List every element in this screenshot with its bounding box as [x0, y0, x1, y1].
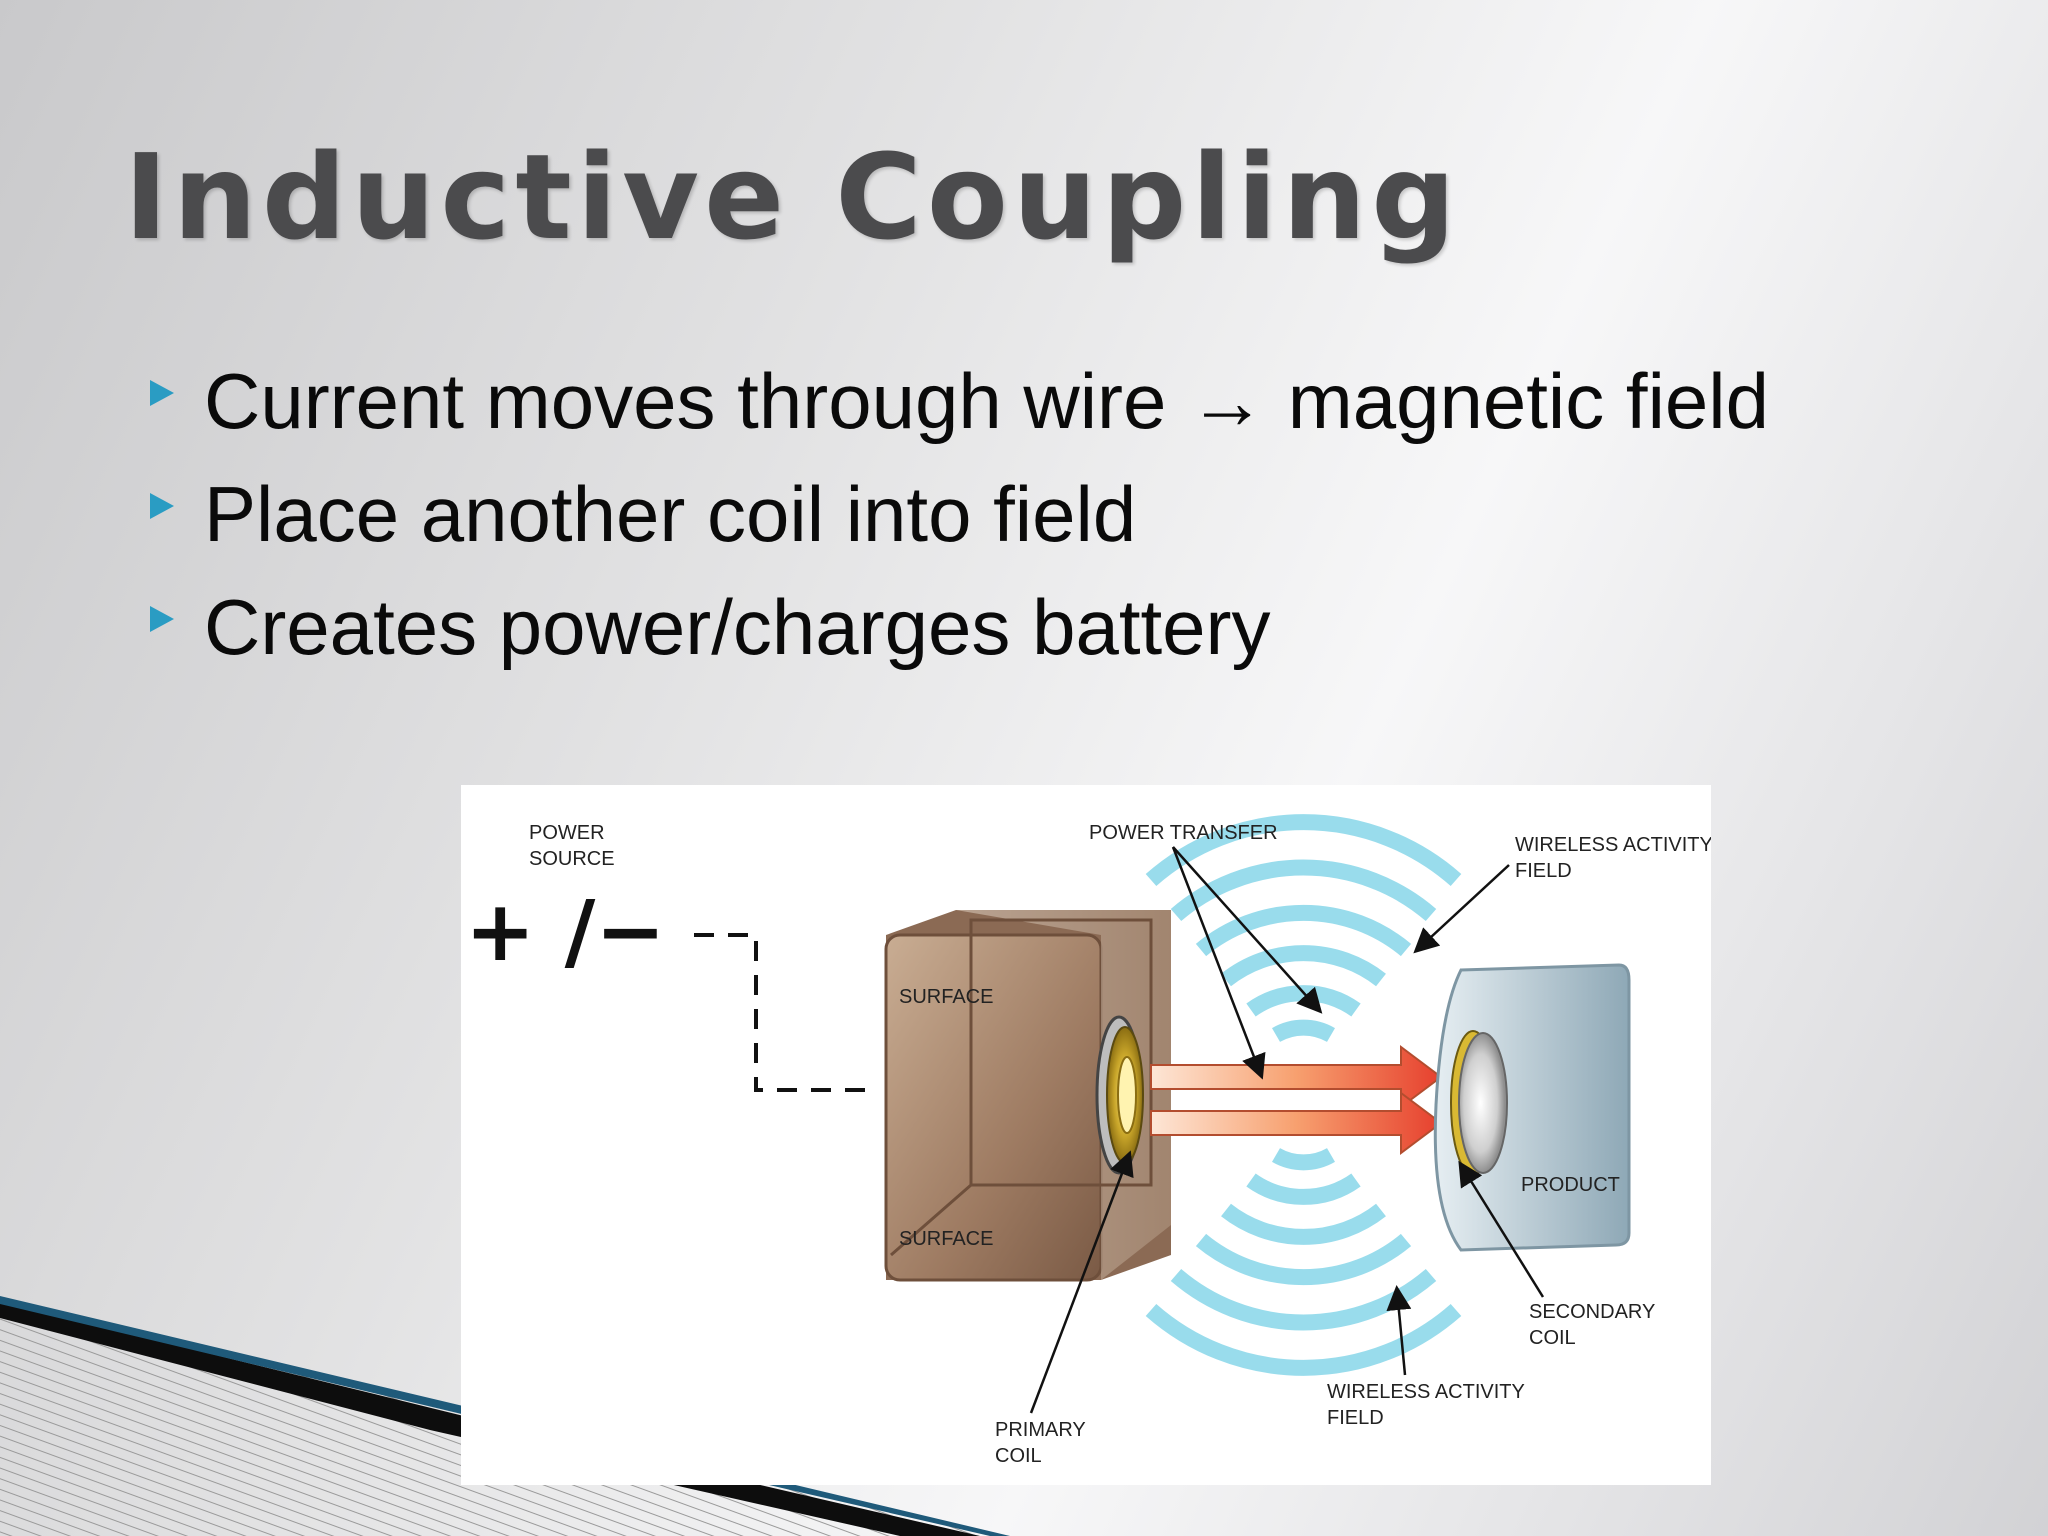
secondary-coil-icon [1450, 1030, 1508, 1176]
bullet-text: Place another coil into field [204, 470, 1137, 558]
power-transfer-label: POWER TRANSFER [1089, 822, 1278, 844]
secondary-coil-label: COIL [1529, 1327, 1576, 1349]
hatched-wedge [0, 1298, 1000, 1536]
bullet-item: Creates power/charges battery [150, 571, 1769, 684]
power-wire [694, 933, 869, 1092]
diagram-svg: POWER SOURCE + /− SURFACE SURFACE [465, 814, 1711, 1467]
secondary-coil-label: SECONDARY [1529, 1301, 1655, 1323]
surface-top-label: SURFACE [899, 986, 993, 1008]
primary-coil-icon [1095, 1015, 1144, 1175]
bullet-list: Current moves through wire → magnetic fi… [150, 345, 1769, 684]
surface-bottom-label: SURFACE [899, 1228, 993, 1250]
wireless-field-bottom-label: FIELD [1327, 1407, 1384, 1429]
power-transfer-arrows [1150, 1045, 1443, 1155]
bullet-text: Creates power/charges battery [204, 583, 1271, 671]
wireless-field-bottom-label: WIRELESS ACTIVITY [1327, 1381, 1525, 1403]
leader-lines [1029, 846, 1545, 1414]
power-source-label: POWER [529, 822, 605, 844]
wireless-field-arcs [1145, 814, 1462, 1376]
bullet-text: Current moves through wire → magnetic fi… [204, 357, 1769, 445]
bullet-item: Place another coil into field [150, 458, 1769, 571]
wireless-field-top-label: WIRELESS ACTIVITY [1515, 834, 1711, 856]
inductive-coupling-diagram: POWER SOURCE + /− SURFACE SURFACE [461, 785, 1711, 1485]
triangle-bullet-icon [150, 379, 174, 406]
bullet-item: Current moves through wire → magnetic fi… [150, 345, 1769, 458]
polarity-symbol: + /− [465, 882, 666, 980]
slide-title: Inductive Coupling [124, 128, 1461, 266]
triangle-bullet-icon [150, 605, 174, 632]
primary-coil-label: COIL [995, 1445, 1042, 1467]
product-label: PRODUCT [1521, 1174, 1620, 1196]
primary-coil-label: PRIMARY [995, 1419, 1086, 1441]
wireless-field-top-label: FIELD [1515, 860, 1572, 882]
power-source-label: SOURCE [529, 848, 615, 870]
triangle-bullet-icon [150, 492, 174, 519]
